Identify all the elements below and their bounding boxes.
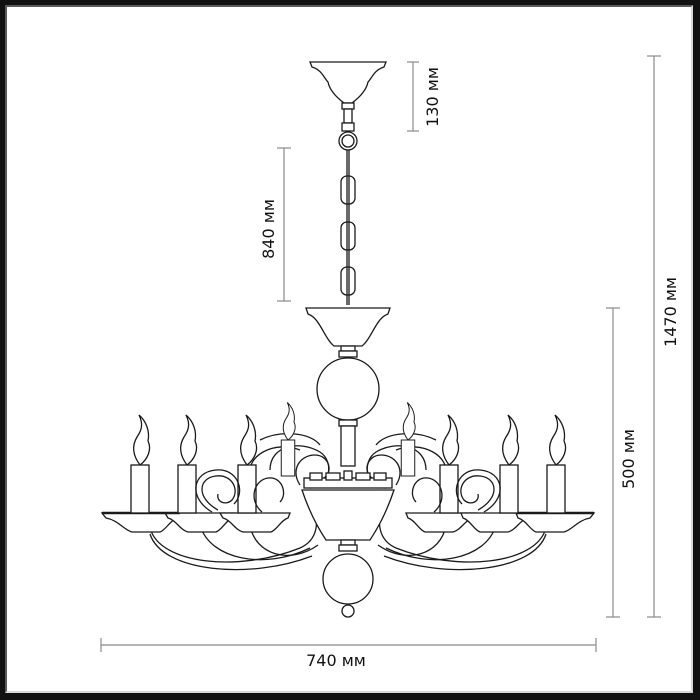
chain — [340, 150, 356, 305]
body-height-label: 500 мм — [619, 429, 638, 489]
ceiling-canopy — [309, 61, 387, 151]
dimension-canopy: 130 мм — [407, 61, 442, 132]
dimension-chain: 840 мм — [259, 147, 291, 302]
lower-arms — [149, 507, 547, 571]
dimension-total-height: 1470 мм — [647, 55, 680, 618]
total-height-label: 1470 мм — [661, 277, 680, 347]
candle-2 — [177, 414, 198, 514]
central-bowl — [301, 470, 395, 618]
candle-trays — [100, 511, 596, 533]
candle-5 — [499, 414, 520, 514]
chandelier — [100, 61, 596, 618]
candle-back-right — [400, 402, 416, 477]
upper-cup — [305, 307, 391, 467]
candle-4 — [439, 414, 460, 514]
candle-back-left — [280, 402, 296, 477]
candle-1 — [130, 414, 151, 514]
dimension-body-height: 500 мм — [606, 307, 638, 618]
chain-length-label: 840 мм — [259, 199, 278, 259]
dimension-width: 740 мм — [100, 638, 597, 670]
width-label: 740 мм — [306, 651, 366, 670]
canopy-height-label: 130 мм — [423, 67, 442, 127]
candle-6 — [546, 414, 567, 514]
scroll-loops — [195, 454, 501, 513]
